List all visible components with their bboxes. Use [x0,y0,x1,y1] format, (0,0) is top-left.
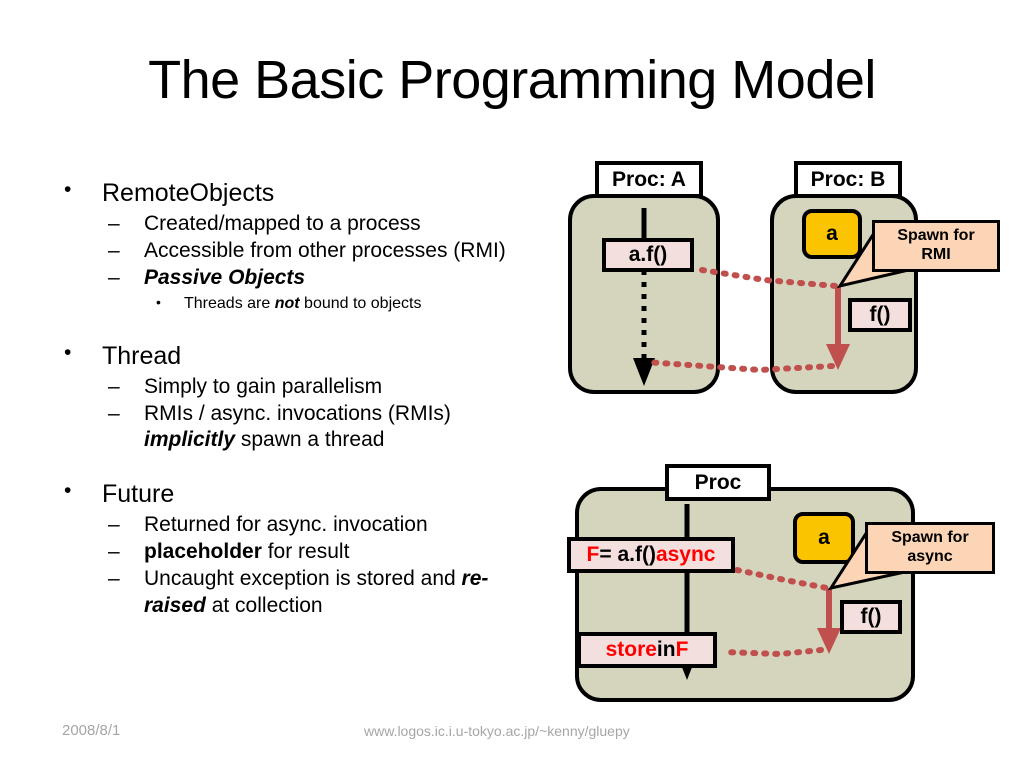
bullet-level2: – Passive Objects [58,265,538,291]
bullet-marker-dot: • [64,341,72,365]
callout-spawn-async-line1: Spawn for [891,529,969,547]
invoke-box-seg-f: F [586,543,600,566]
call-box-af: a.f() [602,238,694,272]
invoke-box-future: F = a.f() async [567,537,735,573]
bullet-level2-label: Simply to gain parallelism [144,374,383,398]
bullet-level2-text-b: for result [261,540,350,564]
bullet-level2: – Accessible from other processes (RMI) [58,238,538,264]
bullet-group-remoteobjects: • RemoteObjects – Created/mapped to a pr… [58,178,538,315]
bullet-marker-dash: – [108,401,120,425]
page-title: The Basic Programming Model [148,50,876,110]
bullet-marker-dash: – [108,266,120,289]
remote-object-a-async: a [793,512,855,564]
method-box-f: f() [848,298,912,332]
callout-spawn-rmi-line1: Spawn for [897,227,975,245]
bullet-level3-text-b: bound to objects [299,295,422,313]
bullet-level2: – Simply to gain parallelism [58,374,538,400]
bullet-level2-text-b: at collection [205,593,323,617]
invoke-box-seg-call: = a.f() [599,543,656,566]
bullet-marker-subdot: • [156,294,161,311]
store-box-seg-f: F [675,638,689,661]
bullet-level2-label: Returned for async. invocation [144,512,428,536]
diagram-rmi: Proc: A Proc: B a.f() a f() Spawn for RM… [560,158,1010,438]
bullet-marker-dot: • [64,479,72,503]
bullet-level3: • Threads are not bound to objects [58,294,538,315]
bullet-marker-dot: • [64,178,72,201]
bullet-group-future: • Future – Returned for async. invocatio… [58,479,538,619]
process-label-b-text: Proc: B [810,167,886,191]
bullet-marker-dash: – [108,374,120,398]
bullet-marker-dash: – [108,238,120,262]
bullet-level2-text-a: Uncaught exception is stored and [144,567,462,591]
bullet-marker-dash: – [108,211,120,235]
bullet-level2: – Uncaught exception is stored and re-ra… [58,566,538,619]
process-body-a [568,194,720,394]
bullet-level2-emphasis: placeholder [144,540,262,564]
bullet-level2-label: Accessible from other processes (RMI) [144,238,506,262]
callout-spawn-async: Spawn for async [865,522,995,574]
bullet-level2: – placeholder for result [58,539,538,565]
bullet-level2: – Returned for async. invocation [58,512,538,538]
method-box-f-async: f() [840,600,902,634]
method-box-f-async-text: f() [860,605,882,628]
bullet-marker-dash: – [108,512,120,536]
bullet-level2: – RMIs / async. invocations (RMIs) impli… [58,401,538,454]
call-box-af-text: a.f() [628,243,668,266]
footer-date: 2008/8/1 [62,722,121,739]
bullet-level2: – Created/mapped to a process [58,211,538,237]
bullet-level2-text-a: RMIs / async. invocations (RMIs) [144,401,451,425]
bullet-level3-text-a: Threads are [184,295,275,313]
callout-spawn-async-line2: async [907,548,953,565]
callout-spawn-rmi-line2: RMI [921,246,951,263]
invoke-box-seg-async: async [655,543,716,566]
bullet-level3-emphasis: not [274,295,300,313]
bullet-level1: • RemoteObjects [58,178,538,210]
bullet-level2-label: Passive Objects [144,266,306,289]
bullet-level1-label: Future [102,480,175,509]
remote-object-a: a [802,209,862,259]
bullet-level2-text-b: spawn a thread [235,428,385,452]
bullet-group-thread: • Thread – Simply to gain parallelism – … [58,341,538,453]
bullet-level2-label: Created/mapped to a process [144,211,421,235]
process-label-a-text: Proc: A [612,167,686,191]
bullet-level2-emphasis: re-raised [144,567,489,617]
bullet-marker-dash: – [108,567,120,591]
process-label-single: Proc [665,464,771,501]
diagram-async: Proc F = a.f() async store in F a f() Sp… [555,462,1010,712]
bullet-level1: • Future [58,479,538,511]
remote-object-a-text: a [826,222,838,245]
footer-url: www.logos.ic.i.u-tokyo.ac.jp/~kenny/glue… [364,723,630,739]
process-body-single [575,487,915,702]
store-box-seg-in: in [656,638,676,661]
process-label-a: Proc: A [595,161,703,198]
callout-spawn-rmi: Spawn for RMI [872,220,1000,272]
bullet-marker-dash: – [108,540,120,564]
store-box-future: store in F [577,632,717,668]
bullet-level2-emphasis: implicitly [144,428,236,452]
bullet-level1-label: Thread [102,342,182,371]
remote-object-a-async-text: a [818,526,830,549]
method-box-f-text: f() [869,303,891,326]
bullet-level1-label: RemoteObjects [102,179,275,207]
store-box-seg-store: store [605,638,657,661]
bullet-level1: • Thread [58,341,538,373]
process-label-b: Proc: B [794,161,902,198]
process-label-single-text: Proc [694,470,742,494]
bullet-list: • RemoteObjects – Created/mapped to a pr… [58,178,538,633]
